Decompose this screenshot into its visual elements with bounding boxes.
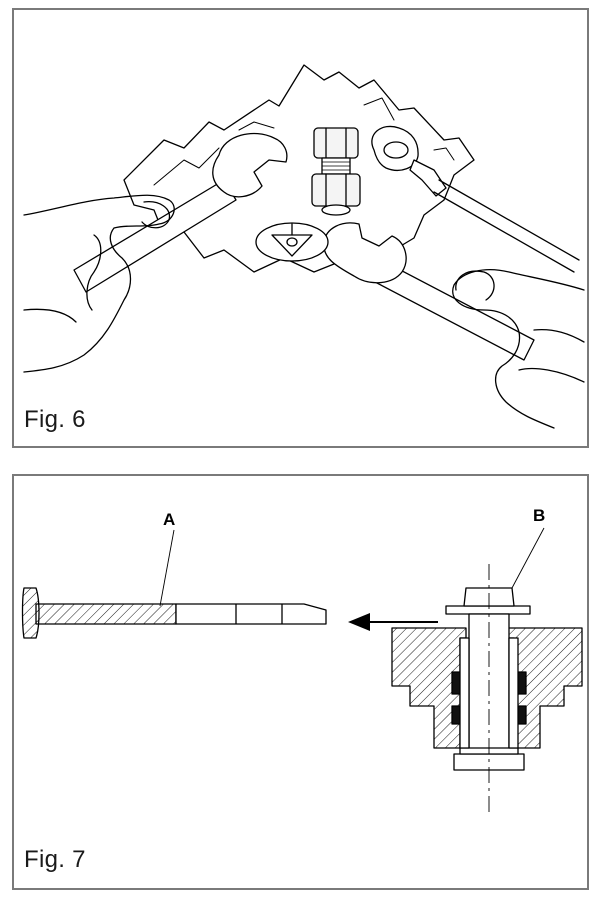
left-hand xyxy=(23,194,175,373)
tool-a xyxy=(21,587,327,639)
figure-6-label: Fig. 6 xyxy=(24,406,86,433)
callout-a: A xyxy=(163,510,176,529)
figure-6-panel: Fig. 6 xyxy=(12,8,589,448)
ring-terminal-cable xyxy=(371,125,580,273)
right-hand xyxy=(452,269,585,429)
leader-a xyxy=(159,529,175,607)
bolt-and-nuts xyxy=(311,127,361,216)
left-wrench xyxy=(73,132,288,293)
wrench-tightening-illustration xyxy=(23,64,585,429)
right-wrench xyxy=(323,222,535,361)
bushing-extraction-diagram xyxy=(21,527,583,816)
direction-arrow xyxy=(348,613,438,631)
ground-symbol xyxy=(255,222,329,262)
callout-b: B xyxy=(533,506,546,525)
figure-7-panel: A B Fig. 7 xyxy=(12,474,589,890)
bushing-assembly xyxy=(391,564,583,816)
leader-b xyxy=(511,527,545,589)
figure-7-label: Fig. 7 xyxy=(24,846,86,873)
panel-outline xyxy=(123,64,475,273)
